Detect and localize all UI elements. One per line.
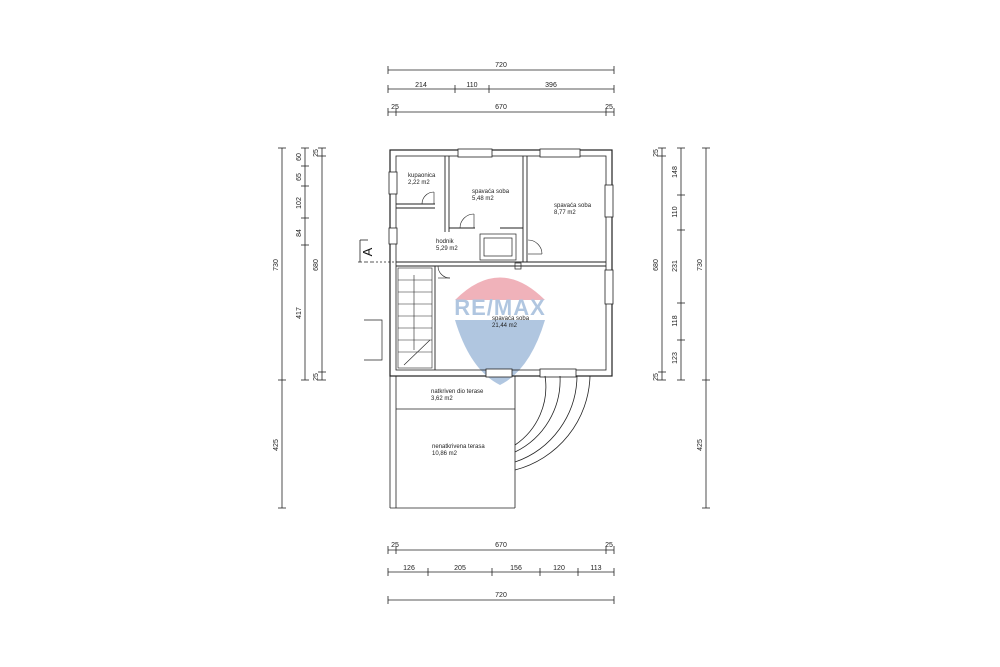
interior-walls <box>396 156 606 370</box>
dim-bottom-overall: 720 <box>495 592 507 599</box>
dimensions-bottom <box>387 546 615 604</box>
remax-watermark: RE/MAX <box>454 277 546 385</box>
hallway-fixture <box>479 233 522 270</box>
dim-right-segment: 110 <box>672 206 679 217</box>
dim-top-overall: 720 <box>495 62 507 69</box>
dim-bottom-segment: 126 <box>403 565 415 572</box>
balloon-bottom-icon <box>455 320 545 385</box>
room-bathroom-name: kupaonica <box>408 173 436 179</box>
staircase <box>397 267 433 369</box>
dim-right-segment: 123 <box>672 352 679 364</box>
dim-right-inner: 680 <box>653 259 660 271</box>
section-label: A <box>360 247 375 256</box>
terrace-open-name: nenatkrivena terasa <box>432 444 485 450</box>
dim-top-inner: 670 <box>495 104 507 111</box>
room-hallway-name: hodnik <box>436 239 455 245</box>
dim-right-segment: 118 <box>672 315 679 326</box>
dim-bottom-wall-right: 25 <box>605 542 613 549</box>
dimensions-left <box>278 147 326 509</box>
exterior-step <box>364 319 383 361</box>
dim-left-inner: 680 <box>313 259 320 271</box>
dim-left-overall: 730 <box>273 259 280 271</box>
dim-left-segment: 60 <box>296 153 303 161</box>
terrace-open-area: 10,86 m2 <box>432 451 458 457</box>
dim-top-segment: 214 <box>415 82 427 89</box>
dim-left-terrace: 425 <box>273 439 280 451</box>
room-bathroom-area: 2,22 m2 <box>408 180 430 186</box>
dimensions-right <box>658 147 710 509</box>
dim-left-segment: 84 <box>296 229 303 237</box>
dim-left-segment: 417 <box>296 307 303 319</box>
room-bedroom-right-name: spavaća soba <box>554 203 592 209</box>
dim-right-overall: 730 <box>697 259 704 271</box>
terrace <box>389 375 591 509</box>
dim-right-wall-bottom: 25 <box>653 373 660 381</box>
dim-top-wall-right: 25 <box>605 104 613 111</box>
dim-right-wall-top: 25 <box>653 149 660 157</box>
dim-bottom-inner: 670 <box>495 542 507 549</box>
room-bedroom-large-area: 21,44 m2 <box>492 323 518 329</box>
room-bedroom-small-area: 5,48 m2 <box>472 196 494 202</box>
dim-bottom-wall-left: 25 <box>391 542 399 549</box>
dim-bottom-segment: 113 <box>590 565 601 572</box>
room-bedroom-right-area: 8,77 m2 <box>554 210 576 216</box>
dim-top-segment: 110 <box>466 82 477 89</box>
dim-right-segment: 231 <box>672 260 679 272</box>
dim-bottom-segment: 120 <box>553 565 565 572</box>
room-hallway-area: 5,29 m2 <box>436 246 458 252</box>
dim-right-terrace: 425 <box>697 439 704 451</box>
balloon-top-icon <box>455 277 545 300</box>
room-bedroom-large-name: spavaća soba <box>492 316 530 322</box>
watermark-text: RE/MAX <box>454 295 546 320</box>
dim-left-wall-bottom: 25 <box>313 373 320 381</box>
dim-left-wall-top: 25 <box>313 149 320 157</box>
dim-top-segment: 396 <box>545 82 557 89</box>
doors <box>421 191 543 279</box>
windows <box>388 148 614 378</box>
dim-left-segment: 65 <box>296 173 303 181</box>
section-marker <box>358 239 396 263</box>
dim-right-segment: 148 <box>672 166 679 178</box>
terrace-covered-name: natkriven dio terase <box>431 389 484 395</box>
dim-top-wall-left: 25 <box>391 104 399 111</box>
terrace-covered-area: 3,62 m2 <box>431 396 453 402</box>
room-bedroom-small-name: spavaća soba <box>472 189 510 195</box>
dim-left-segment: 102 <box>296 197 303 209</box>
dimensions-top <box>387 66 615 116</box>
dim-bottom-segment: 156 <box>510 565 522 572</box>
dim-bottom-segment: 205 <box>454 565 466 572</box>
